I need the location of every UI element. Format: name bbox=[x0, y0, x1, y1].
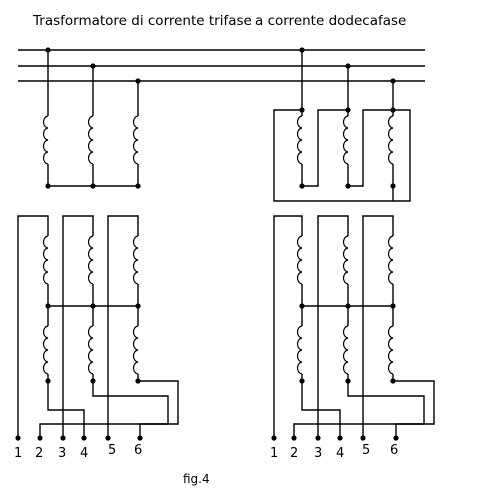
winding-coil bbox=[42, 235, 49, 285]
winding-coil bbox=[387, 235, 394, 285]
terminal-label: 5 bbox=[362, 443, 370, 458]
winding-coil bbox=[296, 235, 303, 285]
title-left: Trasformatore di corrente trifase bbox=[32, 13, 252, 29]
winding-coil bbox=[296, 115, 303, 165]
winding-coil bbox=[87, 235, 94, 285]
winding-coil bbox=[132, 115, 139, 165]
terminal-label: 2 bbox=[35, 446, 43, 461]
winding-coil bbox=[387, 325, 394, 375]
terminal-label: 6 bbox=[134, 443, 142, 458]
terminal-labels-right: 1 2 3 4 5 6 bbox=[270, 443, 398, 461]
right-secondary-windings bbox=[273, 215, 435, 438]
terminal-label: 4 bbox=[336, 446, 344, 461]
winding-coil bbox=[342, 325, 349, 375]
terminal-label: 3 bbox=[58, 446, 66, 461]
winding-coil bbox=[387, 115, 394, 165]
winding-coil bbox=[296, 325, 303, 375]
winding-coil bbox=[342, 235, 349, 285]
supply-lines bbox=[18, 49, 425, 82]
terminal-label: 2 bbox=[290, 446, 298, 461]
terminal-dots bbox=[15, 435, 399, 441]
winding-coil bbox=[42, 115, 49, 165]
winding-coil bbox=[42, 325, 49, 375]
terminal-labels-left: 1 2 3 4 5 6 bbox=[14, 443, 142, 461]
figure-caption: fig.4 bbox=[183, 472, 210, 486]
winding-coil bbox=[132, 325, 139, 375]
winding-coil bbox=[342, 115, 349, 165]
terminal-label: 1 bbox=[270, 446, 278, 461]
winding-coils bbox=[42, 115, 394, 375]
winding-coil bbox=[132, 235, 139, 285]
winding-coil bbox=[87, 325, 94, 375]
terminal-label: 5 bbox=[108, 443, 116, 458]
left-primary-windings bbox=[45, 47, 141, 189]
right-primary-windings bbox=[273, 47, 411, 202]
terminal-label: 1 bbox=[14, 446, 22, 461]
terminal-label: 6 bbox=[390, 443, 398, 458]
terminal-label: 4 bbox=[80, 446, 88, 461]
winding-coil bbox=[87, 115, 94, 165]
title-right: a corrente dodecafase bbox=[255, 13, 406, 29]
left-secondary-windings bbox=[17, 215, 179, 438]
terminal-label: 3 bbox=[314, 446, 322, 461]
